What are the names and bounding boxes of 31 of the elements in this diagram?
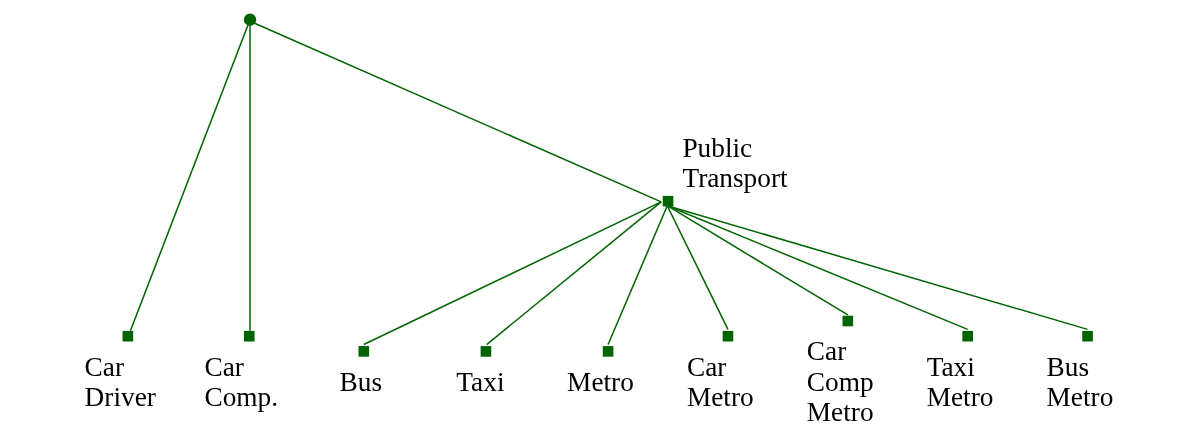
- connector: [129, 24, 249, 332]
- node-label: Car Driver: [84, 351, 156, 412]
- node-label: Metro: [567, 366, 634, 397]
- node-circle: [243, 13, 257, 26]
- node-label: Taxi: [456, 366, 505, 397]
- node-label: Car Metro: [686, 351, 754, 412]
- connector: [253, 22, 662, 203]
- node-label: Car Comp.: [204, 351, 279, 412]
- node-box: [962, 330, 973, 342]
- node-label: Car Comp Metro: [806, 336, 874, 428]
- node-box: [662, 195, 674, 207]
- connector: [666, 204, 729, 331]
- node-box: [722, 330, 734, 342]
- node-label: Taxi Metro: [926, 351, 994, 412]
- connector: [249, 24, 251, 332]
- node-label: Bus Metro: [1046, 351, 1114, 412]
- node-label: Public Transport: [682, 133, 788, 194]
- connector: [363, 201, 662, 346]
- connector: [666, 204, 969, 331]
- node-box: [1082, 330, 1093, 342]
- node-box: [122, 330, 134, 342]
- connector: [485, 201, 662, 346]
- node-box: [842, 315, 854, 327]
- node-box: [243, 330, 255, 342]
- connector: [607, 204, 668, 346]
- node-box: [602, 346, 614, 357]
- node-box: [480, 346, 492, 357]
- connector: [666, 204, 1089, 331]
- node-label: Bus: [339, 366, 383, 397]
- connector: [666, 204, 849, 316]
- node-box: [358, 346, 370, 357]
